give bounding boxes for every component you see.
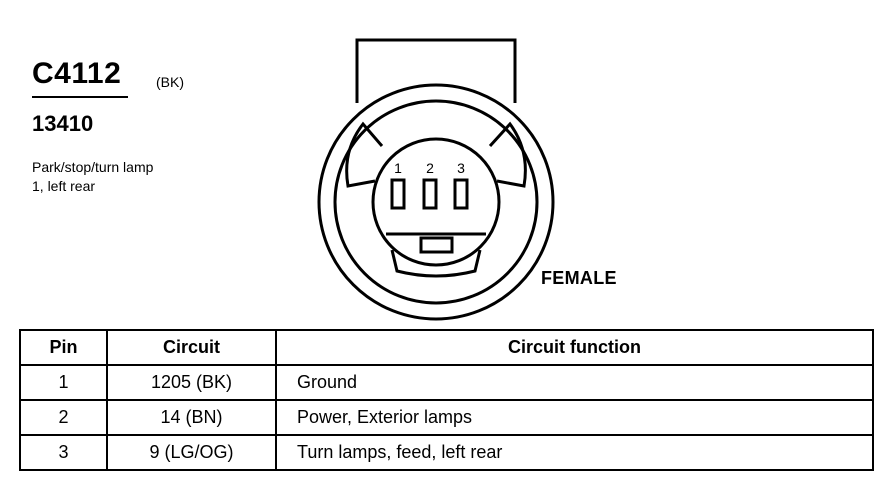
function-cell: Ground [275, 364, 874, 401]
right-locking-key [488, 121, 527, 188]
terminal-cavity [371, 137, 501, 267]
column-header-function: Circuit function [275, 329, 874, 366]
description-line: Park/stop/turn lamp [32, 159, 154, 175]
table-header-row: Pin Circuit Circuit function [19, 329, 874, 366]
connector-color-code: (BK) [156, 74, 184, 90]
connector-id-underline [32, 96, 128, 98]
terminal-number-2: 2 [426, 160, 434, 176]
function-cell: Turn lamps, feed, left rear [275, 434, 874, 471]
latch [419, 236, 454, 254]
table-row: 3 9 (LG/OG) Turn lamps, feed, left rear [19, 434, 874, 471]
table-row: 2 14 (BN) Power, Exterior lamps [19, 399, 874, 436]
connector-housing-tab [355, 38, 517, 103]
circuit-cell: 1205 (BK) [106, 364, 277, 401]
bottom-locking-key [390, 249, 482, 278]
connector-gender-label: FEMALE [541, 268, 617, 288]
description-line: 1, left rear [32, 178, 96, 194]
connector-inner-ring [333, 99, 539, 305]
terminal-1 [390, 178, 406, 210]
terminal-3 [453, 178, 469, 210]
circuit-cell: 14 (BN) [106, 399, 277, 436]
pin-cell: 2 [19, 399, 108, 436]
pinout-table: Pin Circuit Circuit function 1 1205 (BK)… [19, 329, 874, 471]
function-cell: Power, Exterior lamps [275, 399, 874, 436]
pin-cell: 3 [19, 434, 108, 471]
terminal-number-3: 3 [457, 160, 465, 176]
connector-face-diagram: 1 2 3 [317, 38, 555, 321]
column-header-pin: Pin [19, 329, 108, 366]
left-locking-key [345, 121, 384, 188]
column-header-circuit: Circuit [106, 329, 277, 366]
part-number: 13410 [32, 111, 94, 136]
terminal-2 [422, 178, 438, 210]
connector-id: C4112 [32, 57, 122, 90]
table-row: 1 1205 (BK) Ground [19, 364, 874, 401]
connector-description: Park/stop/turn lamp 1, left rear [32, 158, 232, 196]
pin-cell: 1 [19, 364, 108, 401]
circuit-cell: 9 (LG/OG) [106, 434, 277, 471]
terminal-number-1: 1 [394, 160, 402, 176]
